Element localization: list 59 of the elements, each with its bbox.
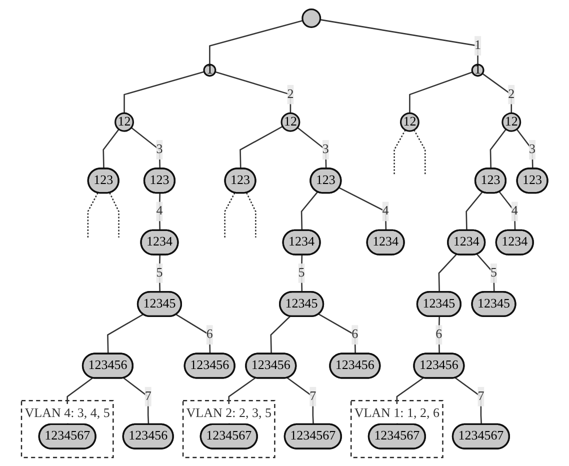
edge-label: 5	[490, 266, 497, 280]
edge-label: 1	[474, 38, 482, 52]
connector	[454, 377, 482, 425]
edge-label: 4	[156, 204, 163, 218]
edge-label: 6	[206, 328, 213, 342]
connector	[490, 128, 506, 169]
connector	[414, 130, 426, 176]
connector	[394, 130, 406, 176]
edge-label: 3	[156, 142, 163, 156]
node-circle: 1	[203, 64, 216, 77]
connector	[438, 254, 457, 292]
connector	[300, 254, 303, 292]
connector	[286, 377, 314, 425]
connector	[482, 73, 512, 114]
connector	[124, 71, 204, 114]
node-circle: 12	[502, 112, 522, 132]
edge-label: 4	[382, 204, 389, 218]
connector	[130, 127, 161, 169]
edge-label: 7	[478, 389, 484, 404]
connector	[409, 72, 473, 114]
connector	[209, 20, 303, 65]
connector	[270, 316, 291, 354]
edge-label: 3	[529, 142, 536, 156]
connector	[466, 192, 483, 231]
edge-label: 7	[310, 389, 316, 404]
node-circle: 1	[471, 64, 484, 77]
connector	[476, 254, 495, 292]
edge-label: 7	[144, 389, 152, 404]
edge-label: 5	[298, 266, 305, 280]
edge-label: 6	[436, 328, 442, 342]
edge-label: 2	[287, 87, 294, 102]
node-circle: 12	[280, 112, 300, 132]
node-circle	[302, 8, 322, 28]
connector	[224, 192, 236, 238]
connector	[176, 314, 211, 354]
connector	[107, 314, 144, 354]
connector	[338, 187, 387, 231]
connector	[240, 126, 283, 169]
connector	[438, 316, 440, 354]
connector	[87, 192, 98, 238]
edge-label: 4	[511, 204, 518, 218]
edge-label: 3	[322, 142, 329, 156]
connector	[102, 128, 120, 169]
edge-label: 6	[352, 328, 358, 342]
connector	[318, 314, 356, 354]
connector	[297, 127, 327, 169]
connector	[109, 192, 120, 238]
edge-label: 5	[156, 266, 163, 280]
node-circle: 12	[114, 112, 134, 132]
connector	[214, 71, 292, 114]
node-circle: 12	[400, 112, 420, 132]
edge-label: 2	[508, 87, 515, 102]
connector	[498, 192, 516, 231]
connector	[516, 128, 534, 169]
connector	[123, 378, 150, 425]
connector	[246, 192, 256, 238]
connector	[158, 254, 161, 292]
connector	[300, 192, 318, 231]
connector	[320, 19, 478, 65]
